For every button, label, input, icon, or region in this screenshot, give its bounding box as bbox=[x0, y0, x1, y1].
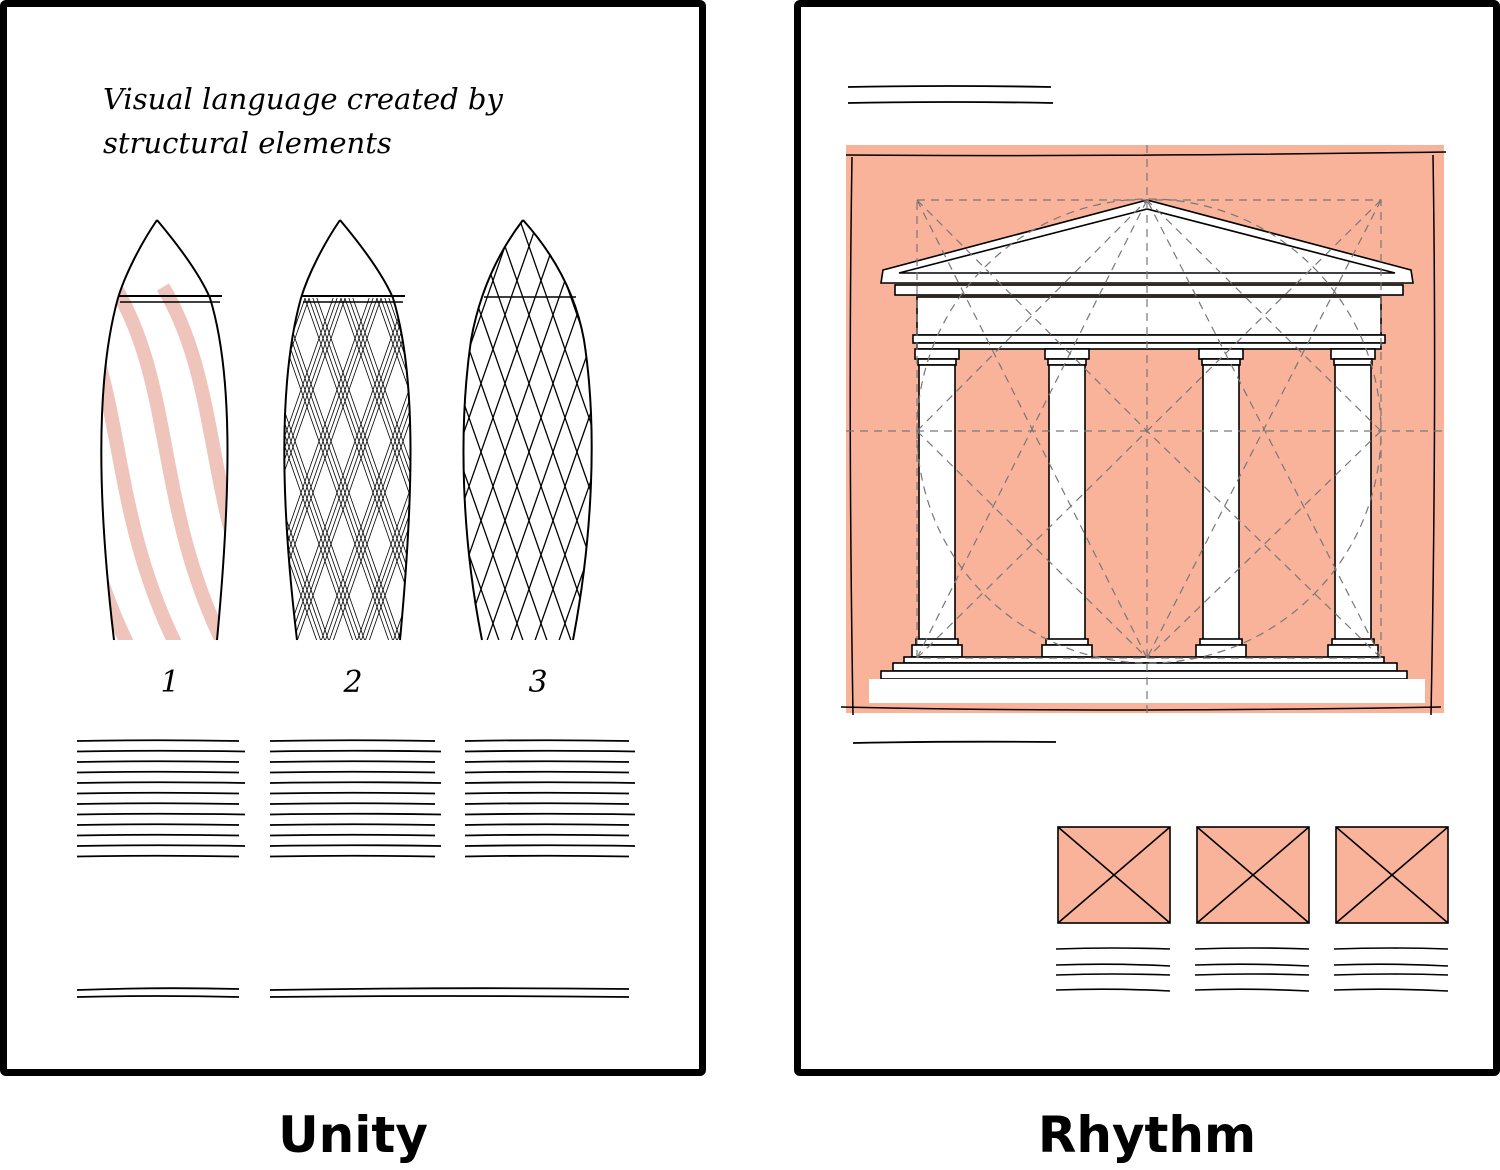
building-1-stripes bbox=[100, 219, 229, 641]
variant-number-2: 2 bbox=[343, 665, 363, 700]
thumbnail-text-lines bbox=[1333, 947, 1449, 992]
building-3-lattice bbox=[462, 219, 593, 641]
unity-caption: Unity bbox=[278, 1106, 428, 1164]
image-placeholder-icon bbox=[1335, 826, 1449, 924]
image-placeholder-icon bbox=[1057, 826, 1171, 924]
rhythm-panel bbox=[794, 0, 1500, 1076]
construction-guides bbox=[846, 145, 1446, 717]
rhythm-drawing bbox=[840, 85, 1449, 992]
unity-drawing bbox=[76, 212, 636, 998]
image-caption-line bbox=[852, 740, 1057, 744]
rhythm-caption: Rhythm bbox=[1037, 1106, 1257, 1164]
header-text-lines bbox=[847, 85, 1054, 104]
panel-title: Visual language created by structural el… bbox=[103, 82, 503, 160]
thumbnail-text-lines bbox=[1194, 947, 1310, 992]
text-placeholder-lines bbox=[76, 739, 636, 998]
building-2-lattice bbox=[283, 212, 412, 641]
temple-image bbox=[840, 145, 1447, 717]
variant-number-1: 1 bbox=[160, 665, 180, 700]
variant-number-3: 3 bbox=[528, 665, 548, 700]
thumbnail-row bbox=[1055, 826, 1449, 992]
unity-panel: Visual language created by structural el… bbox=[0, 0, 706, 1076]
thumbnail-text-lines bbox=[1055, 947, 1171, 992]
image-placeholder-icon bbox=[1196, 826, 1310, 924]
